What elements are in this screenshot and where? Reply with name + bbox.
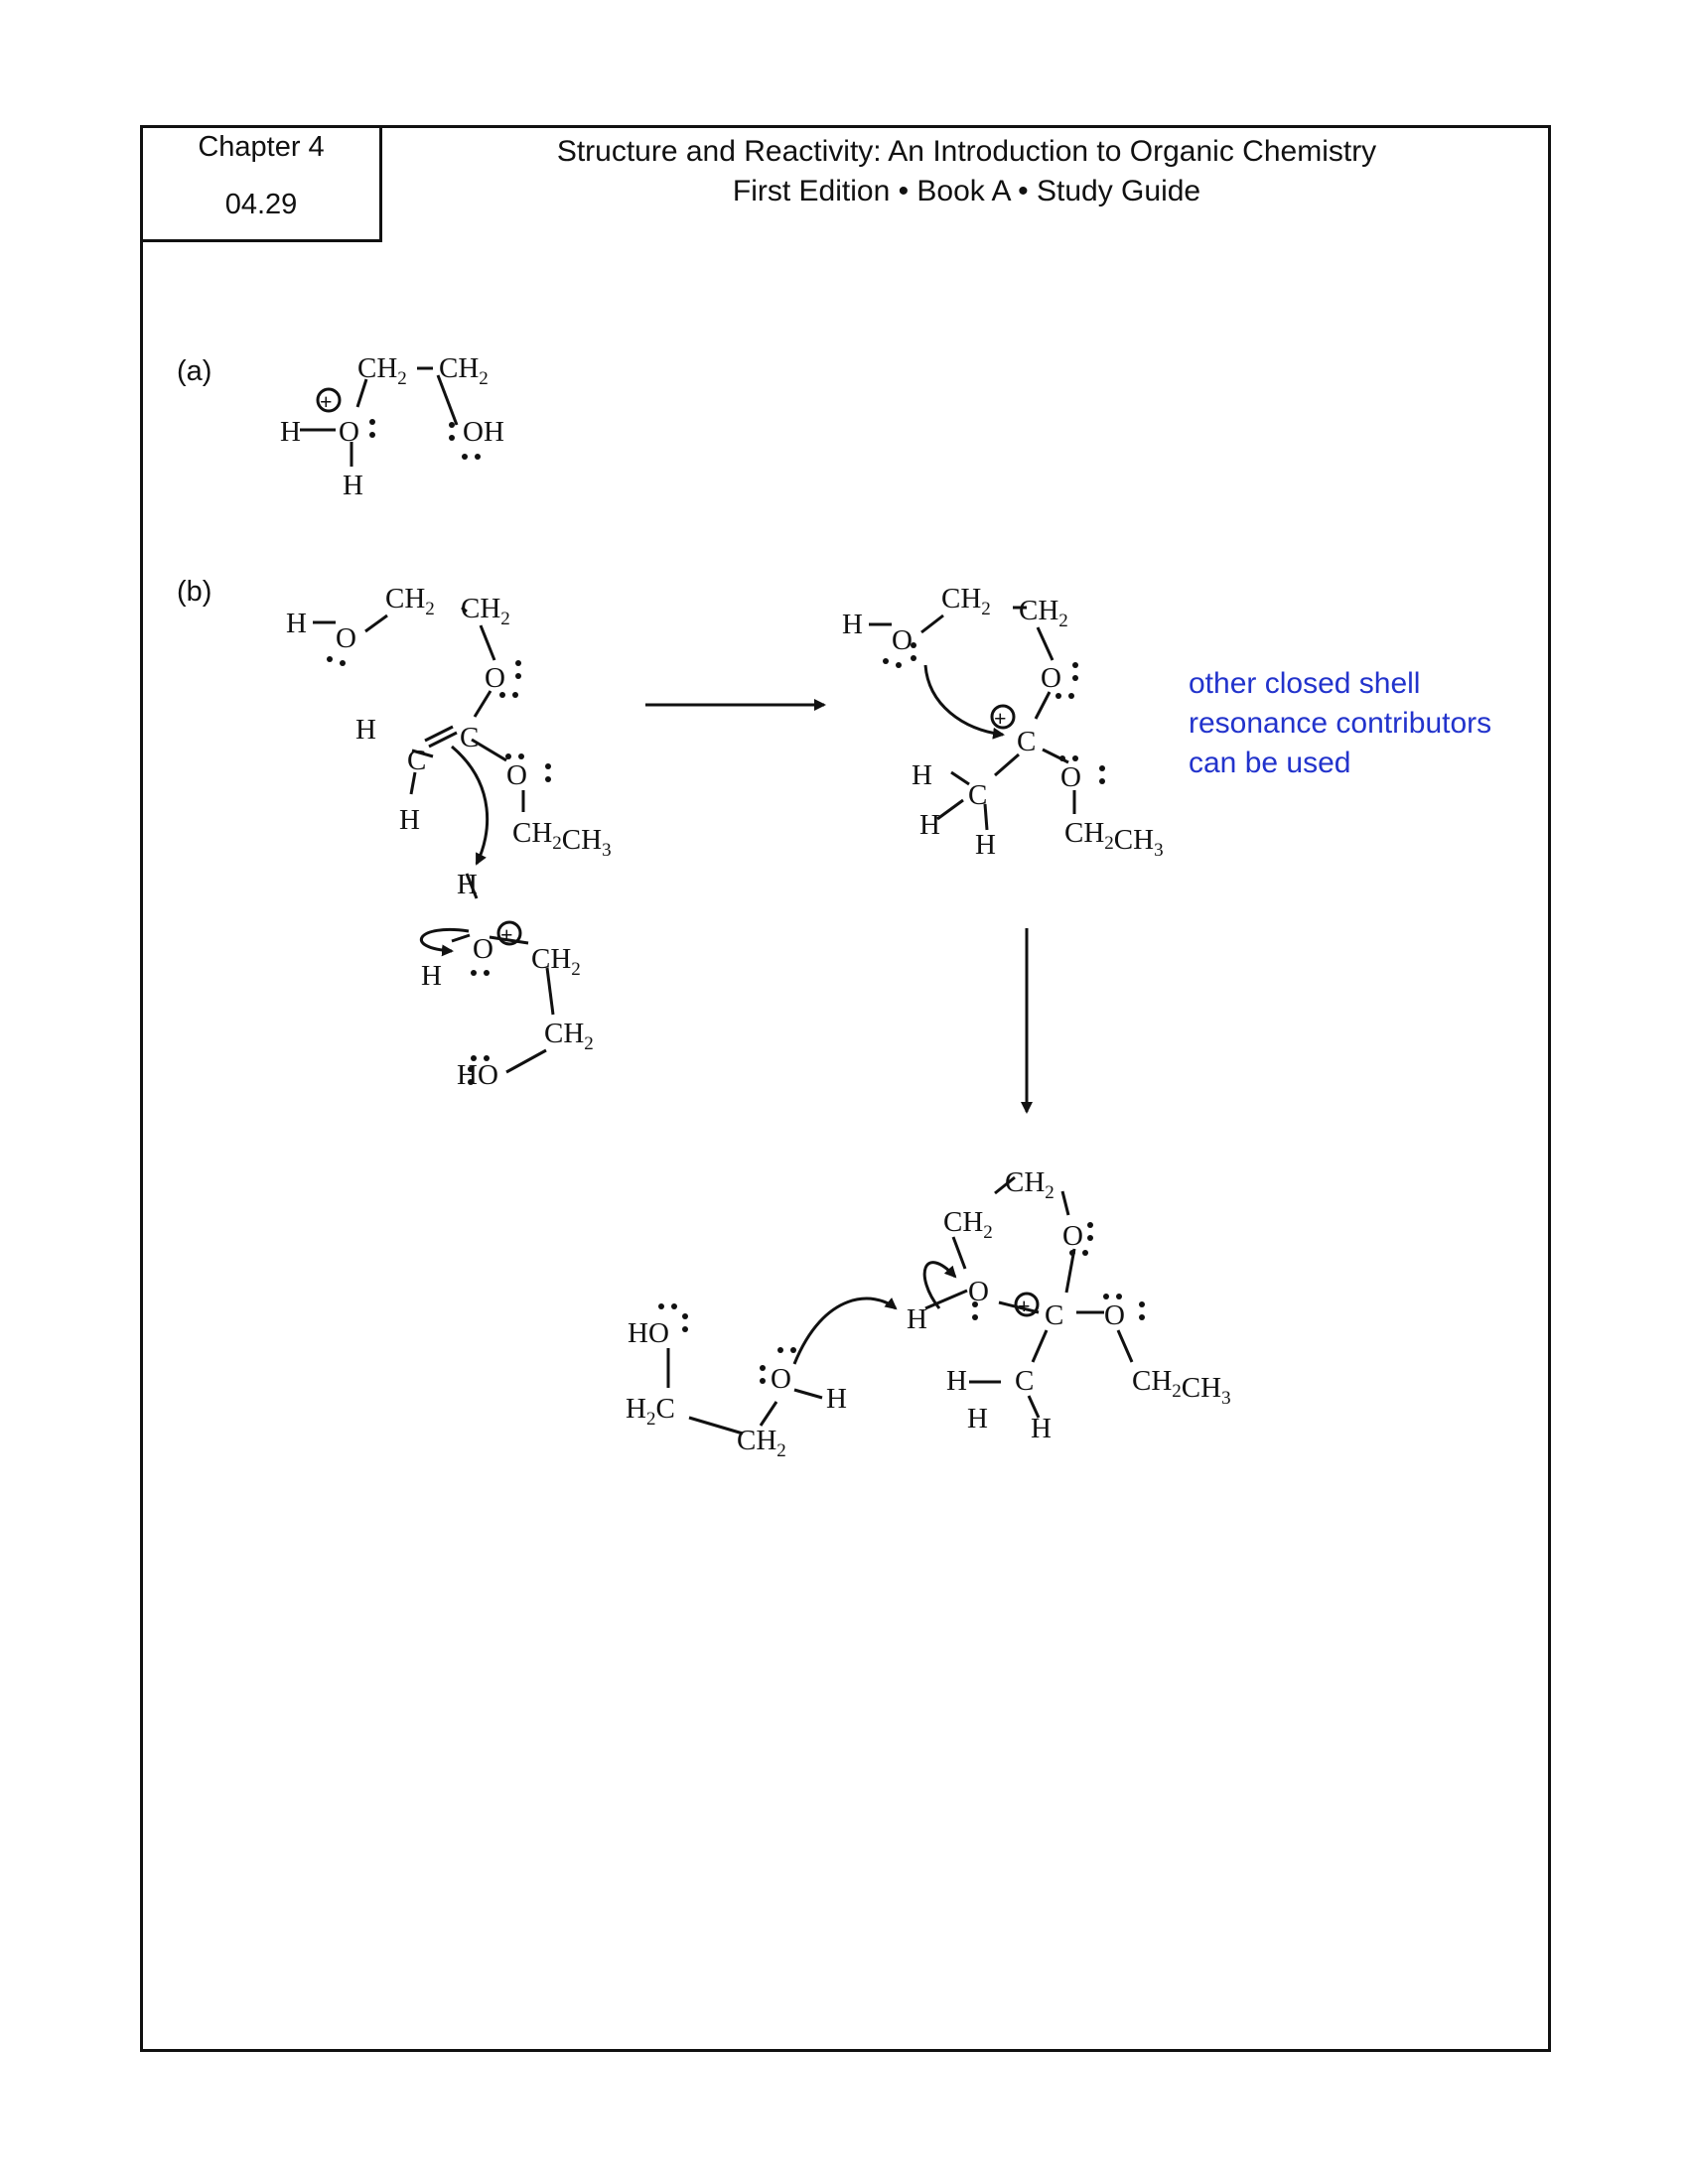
structure-a-labels: CH2 CH2 H O H OH + — [280, 352, 504, 501]
svg-text:CH2: CH2 — [1019, 595, 1068, 631]
svg-text:CH2: CH2 — [357, 352, 407, 389]
page-frame — [140, 125, 1551, 2052]
svg-text:+: + — [320, 389, 333, 414]
structure-b-deprotonation-labels: CH2 CH2 O O H C O H C H H CH2CH3 HO H2C … — [626, 1166, 1231, 1461]
svg-text:H: H — [919, 809, 940, 841]
chapter-box — [140, 125, 382, 242]
svg-text:H2C: H2C — [626, 1393, 675, 1430]
note-line-1: other closed shell — [1189, 667, 1421, 700]
svg-text:O: O — [485, 662, 505, 694]
svg-text:CH2: CH2 — [385, 583, 435, 619]
svg-text:C: C — [1045, 1299, 1063, 1331]
svg-text:+: + — [994, 706, 1007, 731]
svg-text:O: O — [339, 416, 359, 448]
svg-text:HO: HO — [628, 1317, 669, 1349]
structure-b-start — [313, 606, 555, 1074]
svg-text:C: C — [1017, 726, 1036, 757]
svg-text:C: C — [968, 779, 987, 811]
svg-text:H: H — [912, 759, 932, 791]
svg-text:O: O — [336, 622, 356, 654]
part-a-label: (a) — [177, 355, 212, 387]
curved-arrows-b-start — [419, 745, 490, 957]
svg-text:HO: HO — [457, 1059, 498, 1091]
svg-text:O: O — [1041, 662, 1061, 694]
svg-text:OH: OH — [463, 416, 504, 448]
edition-line: First Edition • Book A • Study Guide — [732, 175, 1201, 207]
svg-text:CH2: CH2 — [439, 352, 489, 389]
svg-text:H: H — [1031, 1413, 1052, 1444]
svg-text:H: H — [842, 609, 863, 640]
svg-text:CH2: CH2 — [531, 943, 581, 980]
svg-text:CH2CH3: CH2CH3 — [1132, 1365, 1231, 1409]
structure-b-start-labels: H O CH2 CH2 O C H C H O CH2CH3 H O H CH2… — [286, 583, 612, 1091]
svg-text:H: H — [355, 714, 376, 746]
structure-b-intermediate-labels: H O CH2 CH2 O C H C H H O CH2CH3 + — [842, 583, 1164, 861]
svg-text:CH2: CH2 — [544, 1018, 594, 1054]
note-line-3: can be used — [1189, 747, 1351, 779]
svg-text:CH2: CH2 — [1005, 1166, 1055, 1203]
problem-number: 04.29 — [224, 189, 298, 220]
svg-text:O: O — [506, 759, 527, 791]
svg-text:+: + — [500, 922, 513, 947]
svg-text:O: O — [473, 933, 493, 965]
svg-text:C: C — [1015, 1365, 1034, 1397]
structure-b-deprotonation — [666, 1175, 1134, 1435]
svg-text:H: H — [946, 1365, 967, 1397]
svg-text:CH2: CH2 — [943, 1206, 993, 1243]
chapter-label: Chapter 4 — [198, 131, 325, 163]
curved-arrow-ring-close — [923, 664, 1005, 740]
svg-text:O: O — [968, 1276, 989, 1307]
part-b-label: (b) — [177, 576, 212, 608]
svg-text:H: H — [975, 829, 996, 861]
svg-text:CH2CH3: CH2CH3 — [512, 817, 612, 861]
svg-text:H: H — [421, 960, 442, 992]
svg-text:CH2: CH2 — [941, 583, 991, 619]
note-line-2: resonance contributors — [1189, 707, 1492, 740]
svg-text:H: H — [286, 608, 307, 639]
svg-text:H: H — [457, 869, 478, 900]
svg-text:C: C — [407, 745, 426, 776]
book-title: Structure and Reactivity: An Introductio… — [556, 135, 1377, 168]
svg-text:O: O — [1104, 1299, 1125, 1331]
svg-text:O: O — [1062, 1220, 1083, 1252]
svg-text:C: C — [460, 722, 479, 753]
svg-text:CH2CH3: CH2CH3 — [1064, 817, 1164, 861]
svg-text:H: H — [343, 470, 363, 501]
svg-text:H: H — [967, 1403, 988, 1434]
svg-text:O: O — [892, 624, 913, 656]
svg-text:H: H — [399, 804, 420, 836]
structure-a — [300, 366, 459, 467]
svg-text:CH2: CH2 — [737, 1425, 786, 1461]
svg-text:H: H — [826, 1383, 847, 1415]
svg-text:H: H — [280, 416, 301, 448]
svg-text:O: O — [1060, 761, 1081, 793]
svg-text:+: + — [1018, 1294, 1031, 1318]
curved-arrows-deprotonation — [792, 1261, 957, 1365]
svg-text:CH2: CH2 — [461, 593, 510, 629]
svg-text:O: O — [771, 1363, 791, 1395]
svg-text:H: H — [907, 1303, 927, 1335]
